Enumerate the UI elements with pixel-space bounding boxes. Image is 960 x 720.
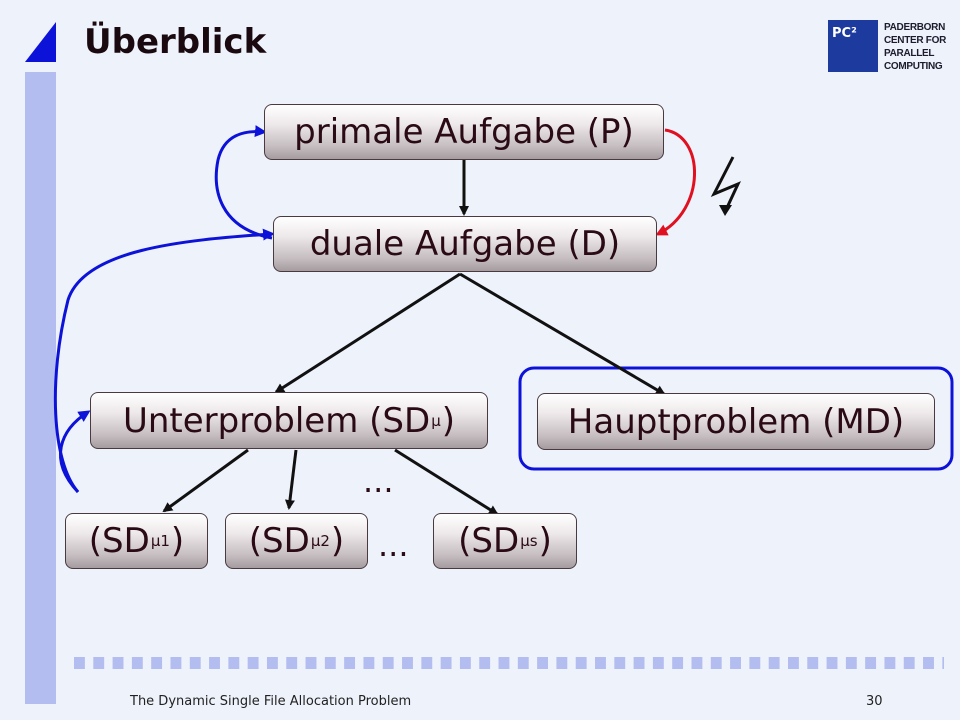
slide-title: Überblick [84, 22, 267, 62]
arrow-sub-to-sd2 [284, 449, 298, 510]
page-number: 30 [866, 694, 883, 709]
arrow-sub-to-sds [394, 448, 499, 516]
primal-problem-label: primale Aufgabe (P) [294, 112, 634, 152]
dual-problem-node: duale Aufgabe (D) [273, 216, 657, 272]
ellipsis-lower: ... [378, 526, 409, 564]
subproblem-1-suffix: ) [170, 521, 185, 561]
logo-badge-text: PC² [832, 26, 857, 41]
footer-title: The Dynamic Single File Allocation Probl… [130, 694, 412, 709]
subproblem-2-suffix: ) [330, 521, 345, 561]
subproblem-2-index: μ2 [310, 532, 330, 550]
logo-line: PADERBORN [884, 22, 946, 33]
primal-problem-node: primale Aufgabe (P) [264, 104, 664, 160]
ellipsis-upper: ... [363, 462, 394, 500]
subproblem-suffix: ) [441, 400, 455, 441]
subproblem-2-prefix: (SD [248, 521, 310, 561]
arrow-dual-to-sub [274, 272, 461, 394]
lightning-bolt-icon [710, 156, 741, 216]
master-problem-label: Hauptproblem (MD) [567, 401, 905, 442]
logo-line: COMPUTING [884, 61, 943, 72]
footer-divider [74, 657, 944, 669]
arrow-dual-to-master [459, 272, 666, 396]
logo-line: PARALLEL [884, 48, 935, 59]
sidebar-bar [25, 72, 56, 704]
arrow-sd1-to-sub-blue [59, 410, 91, 494]
subproblem-prefix: Unterproblem (SD [123, 400, 431, 441]
subproblem-s-index: μs [520, 532, 538, 550]
subproblem-1-prefix: (SD [88, 521, 150, 561]
master-highlight-frame [518, 366, 954, 471]
arrow-sub-to-sd1 [162, 448, 249, 513]
logo-line: CENTER FOR [884, 35, 947, 46]
arrow-dual-to-primal-blue [214, 125, 273, 240]
master-problem-node: Hauptproblem (MD) [537, 393, 935, 450]
arrow-sub-to-dual-blue [53, 228, 275, 493]
corner-triangle [25, 22, 56, 62]
subproblem-s-prefix: (SD [458, 521, 520, 561]
subproblem-index: μ [431, 411, 441, 430]
logo-badge: PC² [828, 20, 878, 72]
arrow-primal-to-dual-red [655, 128, 696, 236]
subproblem-s-suffix: ) [538, 521, 552, 561]
subproblem-1-index: μ1 [150, 532, 170, 550]
paderborn-logo: PC² PADERBORN CENTER FOR PARALLEL COMPUT… [828, 20, 946, 76]
logo-text: PADERBORN CENTER FOR PARALLEL COMPUTING [884, 21, 946, 73]
dual-problem-label: duale Aufgabe (D) [309, 224, 621, 264]
